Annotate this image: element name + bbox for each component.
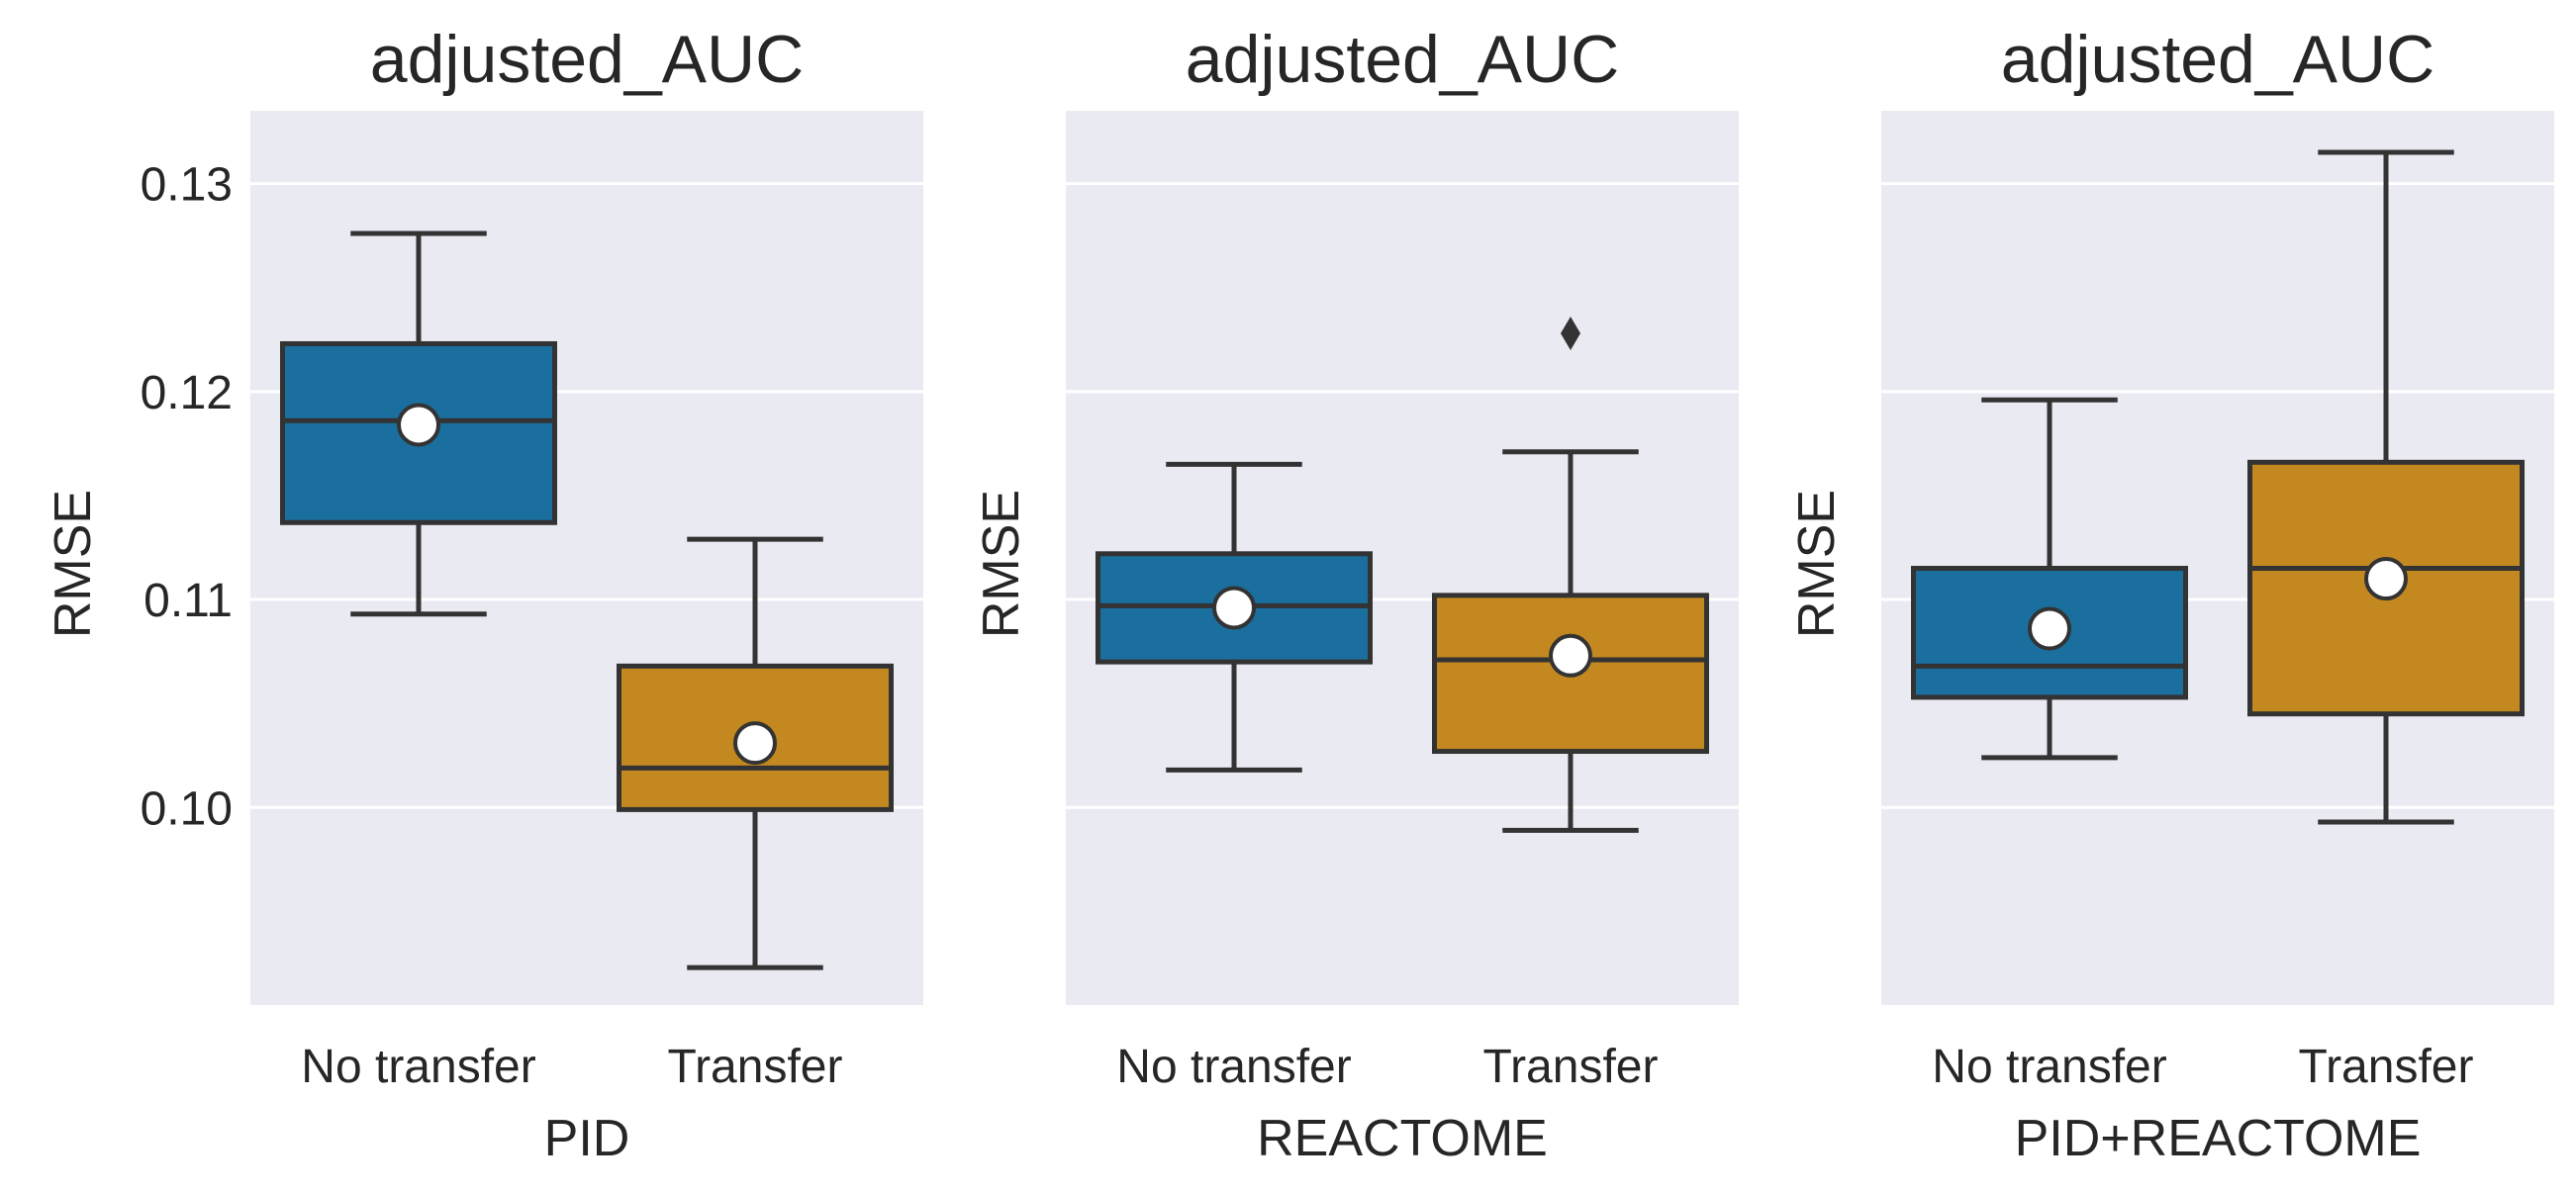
mean-marker [733, 721, 777, 766]
y-tick-label: 0.10 [141, 782, 233, 835]
mean-marker [397, 403, 440, 447]
box-no-transfer [280, 230, 557, 617]
chart-title: adjusted_AUC [2001, 22, 2434, 97]
y-axis-label: RMSE [45, 490, 102, 638]
x-tick-label: No transfer [1932, 1041, 2166, 1093]
chart-panel-1: 0.10 0.11 0.12 0.13 No transfer Transfer adjus… [45, 22, 923, 1167]
y-tick-label: 0.12 [141, 367, 233, 419]
mean-marker [2028, 606, 2071, 651]
y-axis-label: RMSE [973, 490, 1030, 638]
y-tick-label: 0.13 [141, 159, 233, 212]
x-tick-label: No transfer [301, 1041, 535, 1093]
chart-panel-3: No transfer Transfer adjusted_AUC PID+REACT… [1788, 22, 2554, 1167]
mean-marker [2364, 557, 2408, 601]
x-axis-label: REACTOME [1257, 1110, 1548, 1167]
mean-marker [1212, 586, 1256, 630]
box-transfer [1432, 316, 1709, 833]
box-no-transfer [1911, 397, 2188, 761]
box-transfer [617, 536, 894, 970]
box-no-transfer [1096, 461, 1373, 773]
x-axis-label: PID [544, 1110, 630, 1167]
mean-marker [1549, 633, 1592, 678]
x-axis-label: PID+REACTOME [2015, 1110, 2422, 1167]
x-tick-label: Transfer [2299, 1041, 2474, 1093]
chart-title: adjusted_AUC [1186, 22, 1619, 97]
chart-title: adjusted_AUC [370, 22, 804, 97]
x-tick-label: No transfer [1116, 1041, 1351, 1093]
outlier-marker [1561, 316, 1580, 350]
x-tick-label: Transfer [668, 1041, 843, 1093]
chart-panel-2: No transfer Transfer adjusted_AUC REACTOME R… [973, 22, 1739, 1167]
box-transfer [2247, 149, 2525, 825]
y-tick-label: 0.11 [143, 575, 233, 627]
plot-background [250, 111, 923, 1005]
x-tick-label: Transfer [1483, 1041, 1659, 1093]
y-axis-label: RMSE [1788, 490, 1846, 638]
